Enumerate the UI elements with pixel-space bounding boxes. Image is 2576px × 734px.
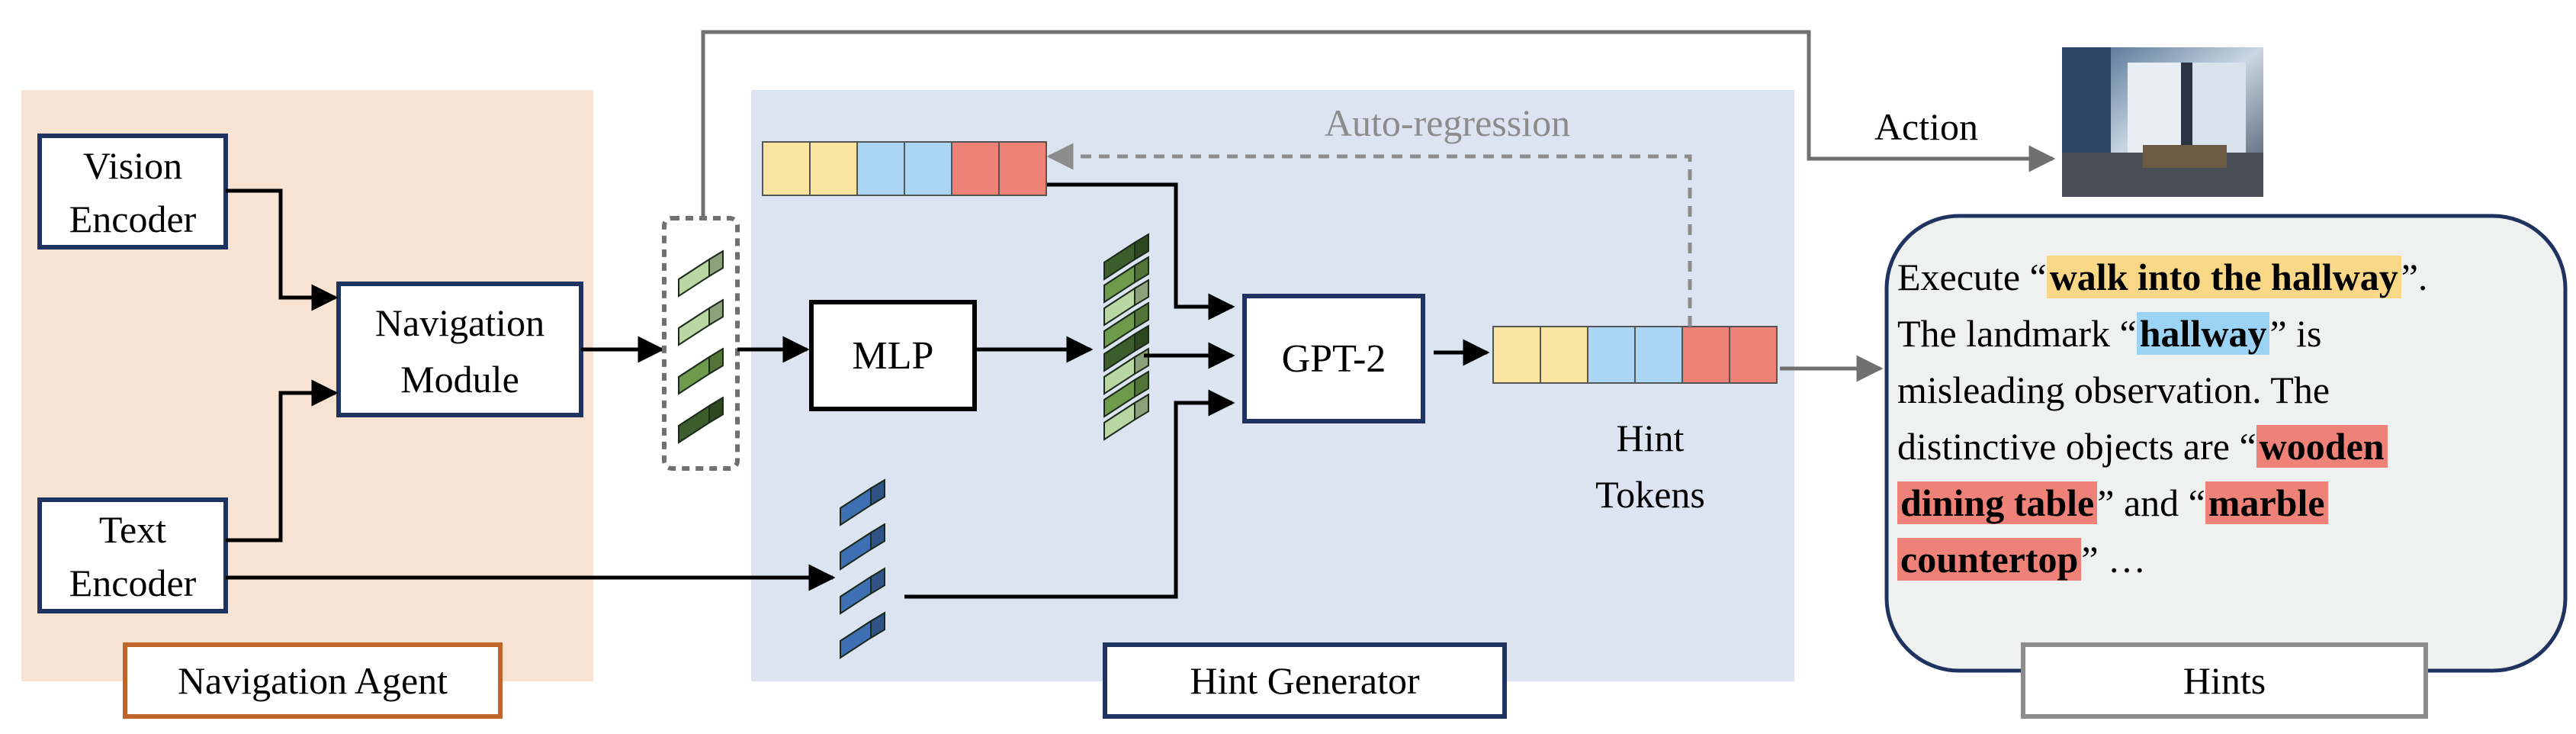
projected-feature-cube-7-front [1103,378,1135,418]
hints-text-segment: ”. [2401,256,2428,298]
hints-line-4: distinctive objects are “wooden [1897,418,2568,475]
text-encoder-label-line1: Text [99,508,166,551]
hints-label-box [2021,642,2428,719]
navigation-module-label-line2: Module [400,358,519,401]
text-features-to-gpt2-arrow [904,389,1235,599]
hints-text-segment: The landmark “ [1897,312,2137,355]
hints-line-6: countertop” … [1897,531,2568,588]
previous-hint-token-2 [809,141,858,196]
previous-hint-token-1 [762,141,811,196]
hints-text: Execute “walk into the hallway”. The lan… [1897,249,2568,588]
hints-text-segment: ” … [2081,538,2147,581]
text-encoder-label-line2: Encoder [69,562,197,604]
output-hint-tokens [1492,326,1778,384]
nav-feature-cube-4-front [678,404,710,444]
highlight-object-2b: countertop [1897,538,2082,581]
hints-line-1: Execute “walk into the hallway”. [1897,249,2568,305]
output-hint-token-3 [1587,326,1636,384]
projected-feature-cubes [1103,233,1149,441]
navigation-module-box [336,282,583,417]
hallway-photo-icon [2062,47,2263,197]
text-feature-cube-1-front [840,487,872,526]
output-hint-token-2 [1540,326,1588,384]
hint-generator-label-box [1103,642,1507,719]
hint-generator-label: Hint Generator [1190,659,1420,702]
nav-feature-cube-1-front [678,258,710,298]
output-hint-token-6 [1729,326,1778,384]
hints-text-segment: ” and “ [2097,481,2205,524]
hints-label: Hints [2183,659,2266,702]
nav-feature-cube-3-front [678,356,710,395]
projected-feature-cube-2-front [1103,264,1135,304]
hints-line-2: The landmark “hallway” is [1897,305,2568,362]
vision-encoder-label-line2: Encoder [69,198,197,240]
navigation-feature-dashed-box [662,216,740,471]
highlight-instruction: walk into the hallway [2046,256,2401,298]
gpt2-label: GPT-2 [1282,337,1386,381]
vision-to-module-arrow [226,188,339,311]
projected-feature-cube-8-front [1103,401,1135,441]
auto-regression-arrow [1046,143,1692,327]
text-encoder-box [37,497,228,613]
auto-regression-label: Auto-regression [1325,101,1570,144]
text-feature-cube-2-front [840,531,872,571]
previous-hint-token-4 [904,141,952,196]
hints-text-segment: ” is [2269,312,2322,355]
nav-feature-cube-2-side [708,298,724,327]
previous-hint-token-6 [998,141,1047,196]
text-feature-cubes [840,478,885,659]
action-arrow [701,30,2056,218]
highlight-object-1a: wooden [2256,425,2388,468]
highlight-object-2a: marble [2205,481,2328,524]
hints-text-segment: Execute “ [1897,256,2047,298]
projected-feature-cube-3-front [1103,287,1135,327]
vision-encoder-label-line1: Vision [83,144,182,187]
text-feature-cube-3-front [840,575,872,615]
gpt2-box [1242,294,1425,423]
nav-feature-cube-1-side [708,249,724,278]
highlight-object-1b: dining table [1897,481,2098,524]
mlp-box [809,300,977,411]
hints-line-3: misleading observation. The [1897,369,2330,411]
output-hint-token-1 [1492,326,1541,384]
highlight-landmark: hallway [2136,312,2270,355]
previous-hint-token-3 [856,141,905,196]
previous-hint-token-5 [951,141,1000,196]
hints-text-segment: distinctive objects are “ [1897,425,2256,468]
hint-tokens-label-line1: Hint [1617,417,1685,459]
text-feature-cube-4-front [840,620,872,659]
previous-tokens-to-gpt2-arrow [1046,182,1235,320]
nav-feature-cube-2-front [678,307,710,346]
action-label: Action [1874,105,1978,148]
previous-hint-tokens [762,141,1047,196]
hint-tokens-label-line2: Tokens [1595,473,1705,516]
navigation-agent-label: Navigation Agent [178,659,448,702]
nav-feature-cube-3-side [708,347,724,375]
projected-feature-cube-1-front [1103,241,1135,281]
output-hint-token-5 [1681,326,1730,384]
projected-feature-cube-5-front [1103,333,1135,372]
nav-feature-cube-4-side [708,396,724,424]
projected-feature-cube-4-front [1103,310,1135,349]
output-hint-token-4 [1634,326,1683,384]
navigation-feature-cubes [678,249,724,444]
text-to-module-arrow [226,379,339,542]
hints-line-5: dining table” and “marble [1897,475,2568,531]
projected-feature-cube-6-front [1103,356,1135,395]
mlp-label: MLP [853,334,934,378]
navigation-module-label-line1: Navigation [375,301,544,344]
navigation-agent-label-box [123,642,503,719]
